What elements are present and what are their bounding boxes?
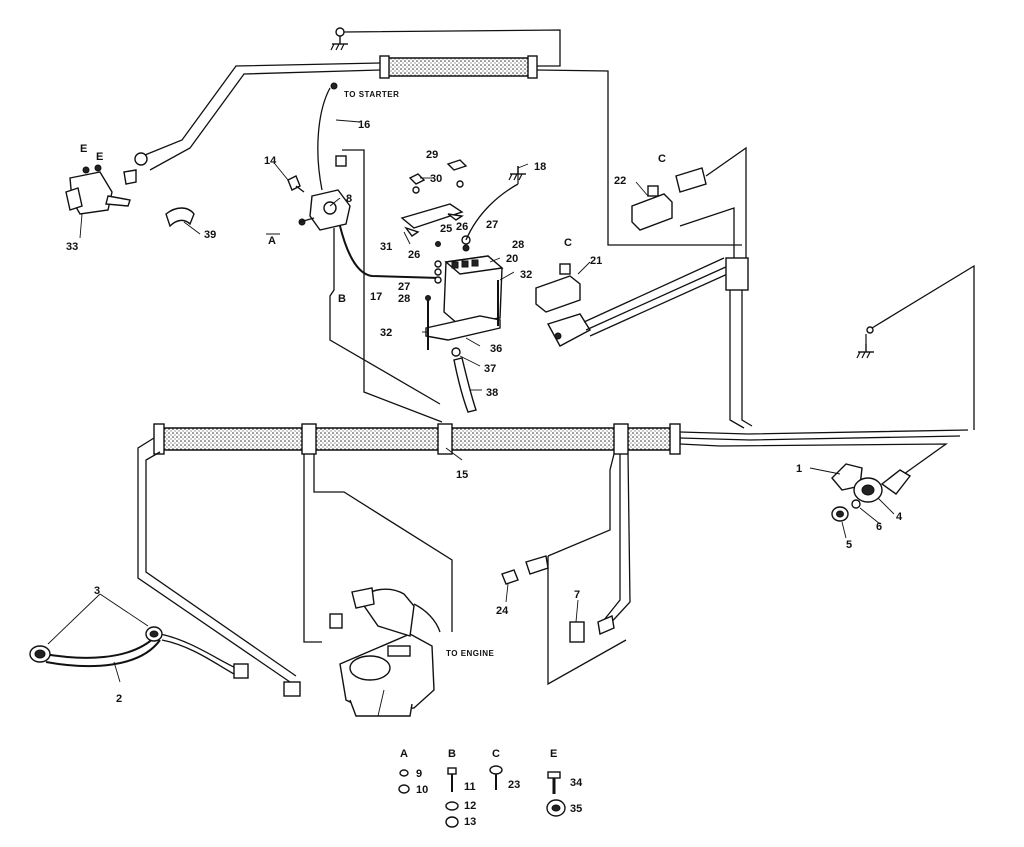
ground-cable-18 xyxy=(465,183,519,241)
callout-1: 1 xyxy=(796,463,802,475)
callout-8: 8 xyxy=(346,193,352,205)
callout-21: 21 xyxy=(590,255,602,267)
starter-solenoid-8 xyxy=(298,189,351,231)
battery-cable-17 xyxy=(339,225,441,279)
key-switch-4 xyxy=(853,469,912,503)
callout-32-b: 32 xyxy=(380,327,392,339)
legend-c-head: C xyxy=(492,748,500,760)
legend-a-item-10: 10 xyxy=(416,784,428,796)
legend-e-head: E xyxy=(550,748,557,760)
legend-b-item-12: 12 xyxy=(464,800,476,812)
top-loom-to-switch-wire xyxy=(139,62,381,158)
connector-24 xyxy=(501,555,549,585)
callout-numbers: 1 2 3 4 5 6 7 8 14 15 16 17 18 20 21 22 … xyxy=(66,119,903,705)
callout-25: 25 xyxy=(440,223,452,235)
hardware-legend: A 9 10 B 11 12 13 C 23 E 34 35 xyxy=(398,748,583,828)
headlight-3-right xyxy=(145,626,163,642)
callout-33: 33 xyxy=(66,241,78,253)
legend-b-item-13: 13 xyxy=(464,816,476,828)
screw-14 xyxy=(287,175,305,193)
switch-21 xyxy=(535,263,591,347)
callout-30: 30 xyxy=(430,173,442,185)
washer-6 xyxy=(851,499,861,509)
callout-16: 16 xyxy=(358,119,370,131)
callout-4: 4 xyxy=(896,511,903,523)
engine-unit xyxy=(339,588,435,717)
switch-7 xyxy=(569,615,615,643)
callout-32-a: 32 xyxy=(520,269,532,281)
headlight-3-left xyxy=(29,645,51,663)
clip-39 xyxy=(165,207,195,228)
right-ground xyxy=(856,264,975,430)
leader-lines xyxy=(79,119,895,623)
callout-6: 6 xyxy=(876,521,882,533)
switch-22 xyxy=(631,167,707,231)
main-wire-loom-15 xyxy=(153,423,681,455)
connector-plug-left xyxy=(123,152,148,185)
letter-c-21: C xyxy=(564,237,572,249)
callout-28-b: 28 xyxy=(398,293,410,305)
battery-clamp-31 xyxy=(400,203,464,237)
starter-cable-16 xyxy=(317,87,331,191)
engine-connector xyxy=(351,587,441,633)
callout-5: 5 xyxy=(846,539,852,551)
callout-15: 15 xyxy=(456,469,468,481)
callout-18: 18 xyxy=(534,161,546,173)
headlight-harness-2 xyxy=(43,633,249,679)
letter-a-left: A xyxy=(268,235,276,247)
letter-b-left: B xyxy=(338,293,346,305)
legend-c-item-23: 23 xyxy=(508,779,520,791)
ammeter-1 xyxy=(831,463,863,491)
callout-2: 2 xyxy=(116,693,122,705)
hold-down-bolts-32 xyxy=(425,280,499,350)
battery-20 xyxy=(443,255,504,325)
top-wire-loom xyxy=(379,55,538,79)
callout-22: 22 xyxy=(614,175,626,187)
connector-bottom-left xyxy=(283,681,301,697)
callout-31: 31 xyxy=(380,241,392,253)
letter-c-22: C xyxy=(658,153,666,165)
letter-e-2: E xyxy=(96,151,103,163)
nut-5 xyxy=(831,506,849,522)
legend-b-head: B xyxy=(448,748,456,760)
wing-nuts-29-30 xyxy=(408,159,468,194)
top-ground xyxy=(330,27,561,67)
callout-20: 20 xyxy=(506,253,518,265)
legend-e-item-34: 34 xyxy=(570,777,583,789)
fastener-letters: A B C C E E xyxy=(80,143,666,305)
callout-27-b: 27 xyxy=(398,281,410,293)
callout-29: 29 xyxy=(426,149,438,161)
ignition-switch-33 xyxy=(65,164,131,215)
callout-3: 3 xyxy=(94,585,100,597)
to-starter-caption: TO STARTER xyxy=(344,90,399,99)
legend-e-item-35: 35 xyxy=(570,803,582,815)
callout-39: 39 xyxy=(204,229,216,241)
callout-37: 37 xyxy=(484,363,496,375)
legend-a-item-9: 9 xyxy=(416,768,422,780)
callout-26-b: 26 xyxy=(408,249,420,261)
callout-26-a: 26 xyxy=(456,221,468,233)
callout-14: 14 xyxy=(264,155,277,167)
to-engine-caption: TO ENGINE xyxy=(446,649,495,658)
nut-37 xyxy=(451,347,461,357)
right-connector-block xyxy=(705,146,747,262)
legend-b-item-11: 11 xyxy=(464,781,476,793)
callout-28-a: 28 xyxy=(512,239,524,251)
callout-36: 36 xyxy=(490,343,502,355)
letter-e-1: E xyxy=(80,143,87,155)
callout-38: 38 xyxy=(486,387,498,399)
callout-17: 17 xyxy=(370,291,382,303)
terminal-boot-38 xyxy=(453,357,477,413)
legend-a-head: A xyxy=(400,748,408,760)
callout-27-a: 27 xyxy=(486,219,498,231)
callout-7: 7 xyxy=(574,589,580,601)
callout-24: 24 xyxy=(496,605,509,617)
battery-tray-36 xyxy=(425,315,501,341)
